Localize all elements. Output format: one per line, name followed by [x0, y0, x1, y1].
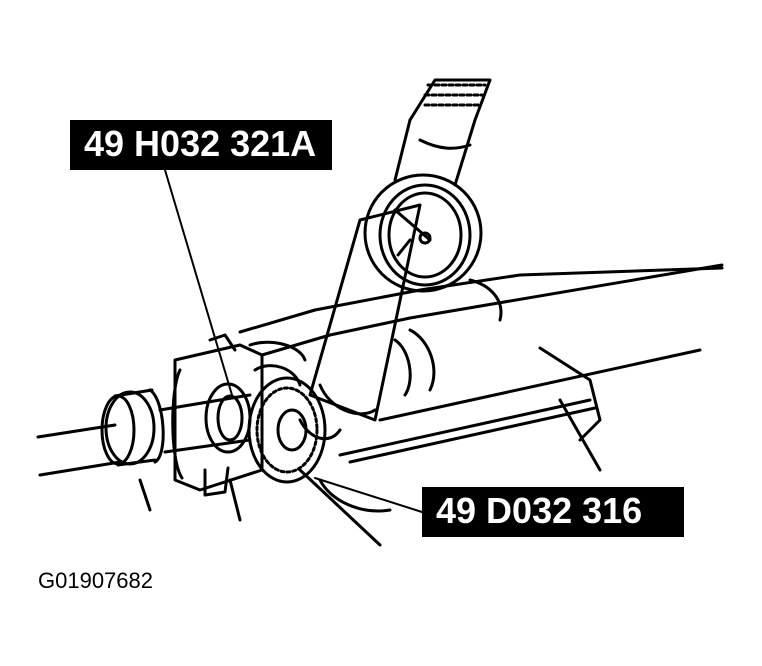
callout-tool-49h032321a: 49 H032 321A [70, 120, 332, 170]
dial-gauge [363, 173, 483, 293]
leader-lines [164, 169, 423, 513]
figure-id: G01907682 [38, 568, 153, 593]
rack-collar [100, 388, 165, 467]
gear-housing [138, 333, 264, 522]
pinion-gear-ring [247, 340, 327, 484]
tool-arm [298, 203, 422, 441]
callout-tool-49d032316: 49 D032 316 [422, 487, 684, 537]
gauge-handle [393, 78, 492, 187]
